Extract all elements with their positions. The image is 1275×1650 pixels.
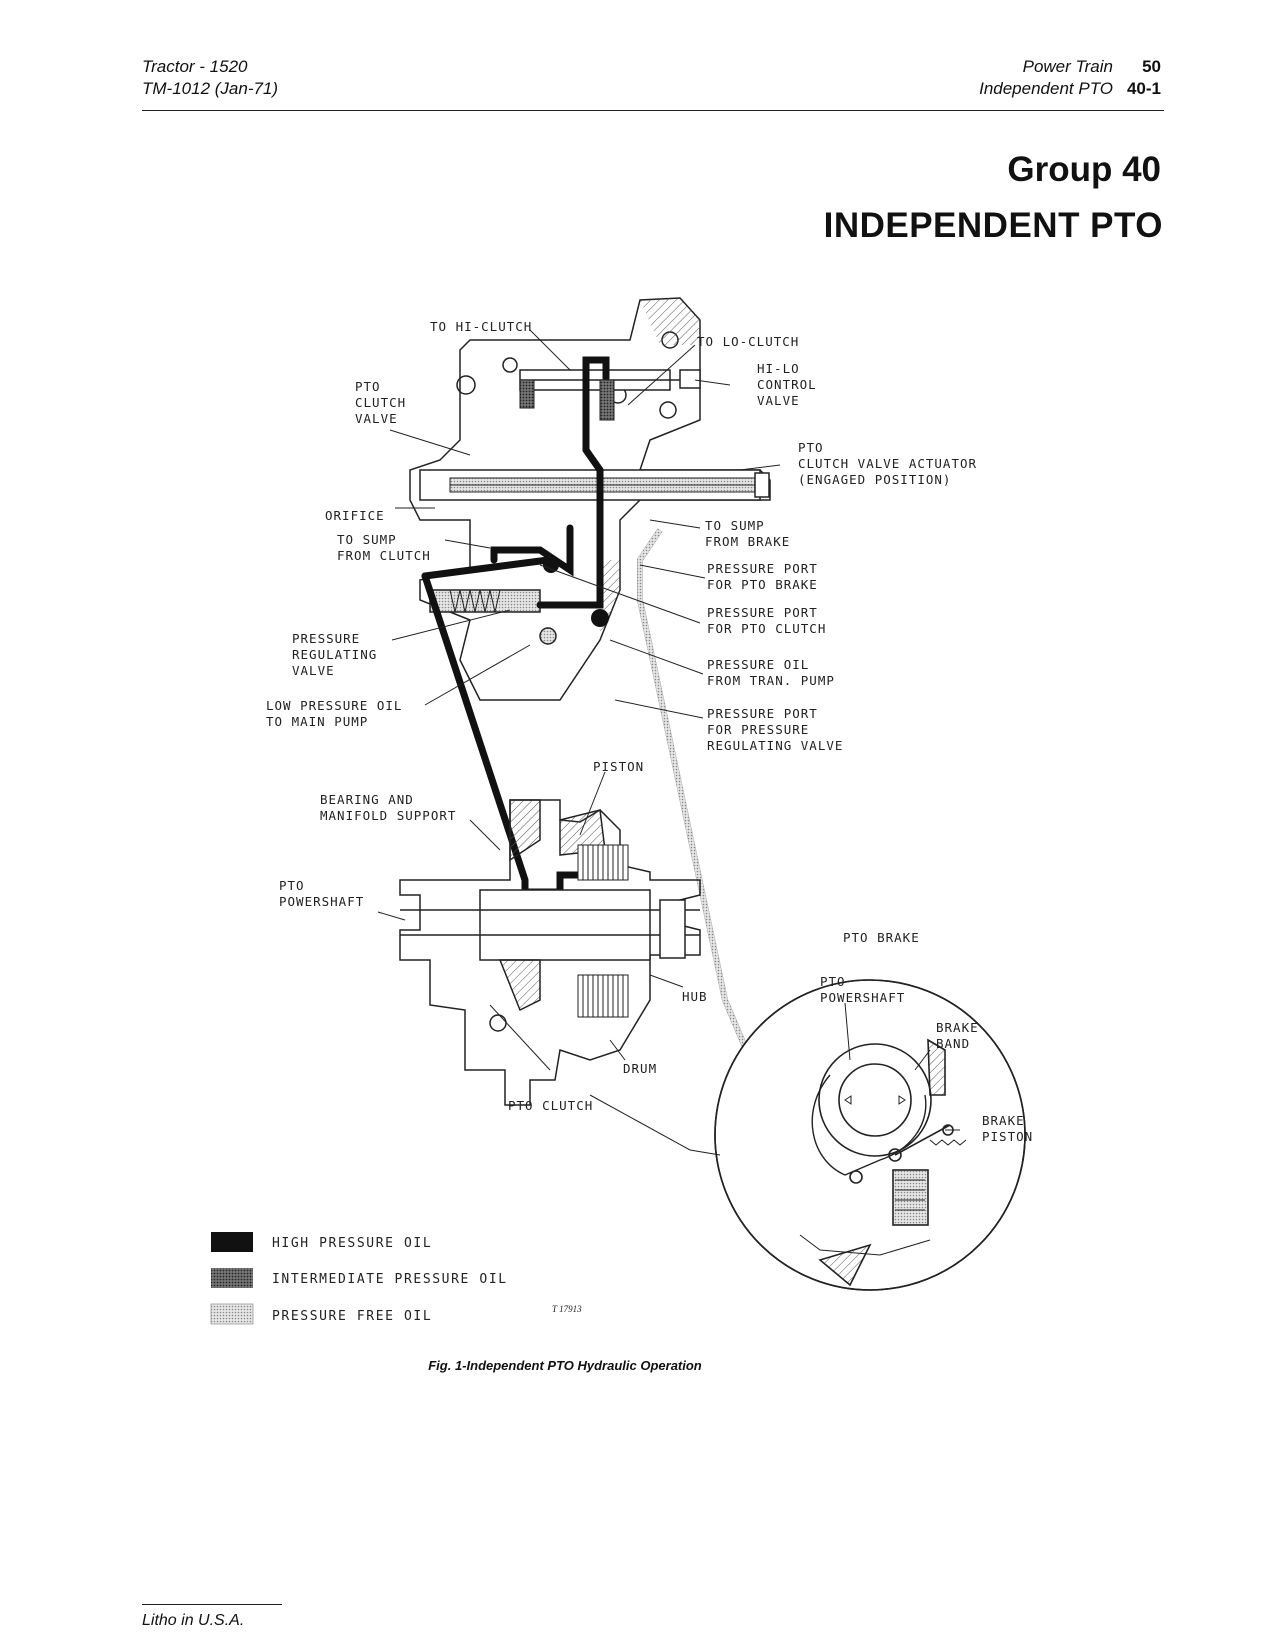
label-bearing-1: BEARING AND [320,792,414,807]
label-powershaft-2: POWERSHAFT [279,894,364,909]
footer-text: Litho in U.S.A. [142,1612,245,1629]
group-heading: Group 40 [1007,150,1161,189]
label-port-clutch-2: FOR PTO CLUTCH [707,621,826,636]
label-hilo-1: HI-LO [757,361,800,376]
label-port-brake-2: FOR PTO BRAKE [707,577,818,592]
label-to-lo-clutch: TO LO-CLUTCH [697,334,799,349]
label-pto-clutch: PTO CLUTCH [508,1098,593,1113]
header-rule [142,110,1164,111]
legend-swatch-high [211,1232,253,1252]
label-sump-clutch-1: TO SUMP [337,532,397,547]
header-section: Power Train [1022,57,1113,76]
page-title: INDEPENDENT PTO [823,206,1163,245]
label-piston: PISTON [593,759,644,774]
label-sump-clutch-2: FROM CLUTCH [337,548,431,563]
label-regulating-port-3: REGULATING VALVE [707,738,843,753]
label-brake-band-1: BRAKE [936,1020,979,1035]
label-pto-clutch-valve-1: PTO [355,379,381,394]
legend: HIGH PRESSURE OIL INTERMEDIATE PRESSURE … [210,1232,508,1325]
label-regulating-port-1: PRESSURE PORT [707,706,818,721]
figure-caption: Fig. 1-Independent PTO Hydraulic Operati… [428,1358,702,1373]
label-inset-powershaft-2: POWERSHAFT [820,990,905,1005]
label-regulating-valve-2: REGULATING [292,647,377,662]
label-regulating-port-2: FOR PRESSURE [707,722,809,737]
label-low-pressure-2: TO MAIN PUMP [266,714,368,729]
label-low-pressure-1: LOW PRESSURE OIL [266,698,402,713]
legend-label-high: HIGH PRESSURE OIL [272,1236,432,1251]
label-brake-piston-2: PISTON [982,1129,1033,1144]
label-pressure-oil-2: FROM TRAN. PUMP [707,673,835,688]
label-port-clutch-1: PRESSURE PORT [707,605,818,620]
clutch-assembly [399,799,701,1106]
header-section-number: 50 [1142,57,1161,76]
label-regulating-valve-1: PRESSURE [292,631,360,646]
label-pto-clutch-valve-2: CLUTCH [355,395,406,410]
label-brake-band-2: BAND [936,1036,970,1051]
legend-label-free: PRESSURE FREE OIL [272,1309,432,1324]
label-pressure-oil-1: PRESSURE OIL [707,657,809,672]
label-actuator-2: CLUTCH VALVE ACTUATOR [798,456,977,471]
footer-rule [142,1604,282,1605]
header-subsection: Independent PTO [979,79,1113,98]
leader-lines [377,329,960,1156]
pressure-check-ball [591,609,609,627]
label-actuator-1: PTO [798,440,824,455]
label-inset-powershaft-1: PTO [820,974,846,989]
legend-label-intermediate: INTERMEDIATE PRESSURE OIL [272,1272,508,1287]
legend-swatch-intermediate [211,1268,253,1288]
label-actuator-3: (ENGAGED POSITION) [798,472,951,487]
label-hilo-3: VALVE [757,393,800,408]
label-sump-brake-1: TO SUMP [705,518,765,533]
label-brake-piston-1: BRAKE [982,1113,1025,1128]
label-hub: HUB [682,989,708,1004]
header-model: Tractor - 1520 [142,57,248,76]
valve-housing [409,297,771,701]
label-pto-clutch-valve-3: VALVE [355,411,398,426]
figure-code: T 17913 [552,1304,582,1314]
label-to-hi-clutch: TO HI-CLUTCH [430,319,532,334]
label-port-brake-1: PRESSURE PORT [707,561,818,576]
legend-swatch-free [210,1303,254,1325]
pto-brake-inset [714,979,1026,1291]
header-left: Tractor - 1520 TM-1012 (Jan-71) [142,56,278,100]
label-drum: DRUM [623,1061,657,1076]
label-hilo-2: CONTROL [757,377,817,392]
header-right: Power Train 50 Independent PTO 40-1 [979,56,1161,100]
label-powershaft-1: PTO [279,878,305,893]
header-manual: TM-1012 (Jan-71) [142,79,279,98]
label-pto-brake: PTO BRAKE [843,930,920,945]
label-regulating-valve-3: VALVE [292,663,335,678]
label-bearing-2: MANIFOLD SUPPORT [320,808,456,823]
label-sump-brake-2: FROM BRAKE [705,534,790,549]
header-page-number: 40-1 [1126,79,1161,98]
label-orifice: ORIFICE [325,508,385,523]
diagram-labels: TO HI-CLUTCH TO LO-CLUTCH HI-LO CONTROL … [266,319,1033,1314]
